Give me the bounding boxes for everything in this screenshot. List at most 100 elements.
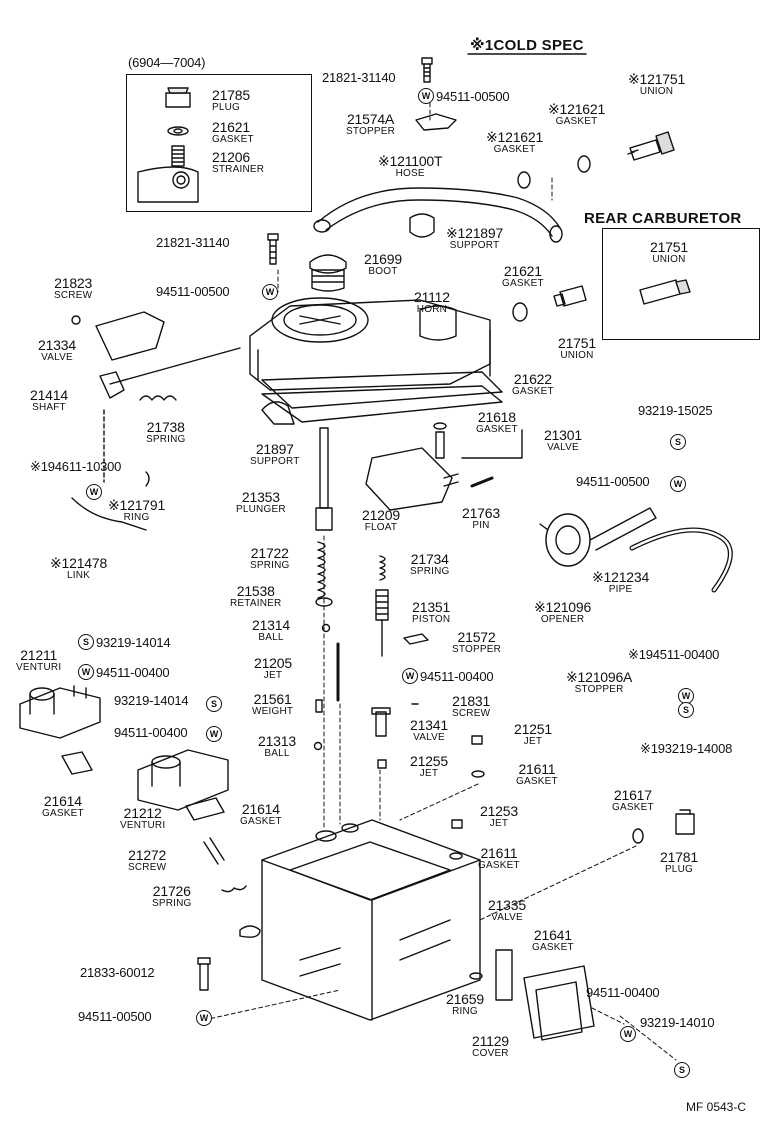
gasket-21621-right-drawing (577, 155, 591, 173)
part-label-94511-00400-a: 94511-00400 (96, 665, 170, 680)
part-label-93219-14010: 93219-14010 (640, 1015, 715, 1030)
part-label-94511-right: 94511-00500 (576, 474, 650, 489)
washer-symbol: W (206, 726, 222, 742)
part-label-94611: ※194611-10300 (30, 459, 122, 474)
part-label-93219-15025: 93219-15025 (638, 403, 713, 418)
part-label-94511-00400-e: 94511-00400 (586, 985, 660, 1000)
washer-symbol: W (86, 484, 102, 500)
strainer-assembly-drawing (137, 87, 199, 203)
ring-21791-drawing (145, 471, 150, 487)
screw-symbol: S (78, 634, 94, 650)
float-21209-drawing (365, 447, 453, 511)
support-21897-lower-drawing (261, 401, 295, 425)
washer-symbol: W (620, 1026, 636, 1042)
air-horn-21112-drawing (249, 297, 503, 409)
gasket-21617-drawing (632, 828, 644, 844)
valve-21341-drawing (371, 707, 391, 737)
boot-21699-drawing (309, 254, 347, 292)
gasket-21614-b-drawing (185, 797, 225, 821)
hose-21100t-drawing (313, 187, 563, 243)
gasket-21611-b-drawing (449, 852, 463, 860)
rear-union-drawing (639, 279, 691, 305)
gasket-21614-a-drawing (61, 751, 93, 775)
venturi-21212-drawing (137, 749, 229, 811)
screw-21823-drawing (71, 315, 81, 325)
cold-spec-heading: ※1COLD SPEC (470, 37, 584, 54)
gasket-21622-drawing (261, 385, 503, 423)
valve-21335-drawing (495, 949, 513, 1001)
rear-carburetor-heading: REAR CARBURETOR (584, 210, 742, 227)
washer-symbol: W (78, 664, 94, 680)
part-label-21833: 21833-60012 (80, 965, 155, 980)
spring-21738-drawing (139, 395, 177, 401)
part-label-94511-00500-bottom: 94511-00500 (78, 1009, 152, 1024)
washer-symbol: W (262, 284, 278, 300)
valve-21301-drawing (433, 422, 523, 459)
plug-21781-drawing (675, 809, 695, 835)
screw-symbol: S (678, 702, 694, 718)
washer-symbol: W (670, 476, 686, 492)
spring-21722-drawing (317, 541, 326, 599)
jet-21253-drawing (451, 819, 463, 829)
part-label-93219-14014-a: 93219-14014 (96, 635, 171, 650)
jet-21255-drawing (377, 759, 387, 769)
ring-21659-drawing (469, 972, 483, 980)
rear-carburetor-inset-box (602, 228, 760, 340)
part-label-21821-top: 21821-31140 (322, 70, 396, 85)
spring-21734-drawing (379, 555, 386, 581)
venturi-21211-drawing (19, 685, 101, 739)
year-range-label: (6904—7004) (128, 55, 206, 70)
jet-21251-drawing (471, 735, 483, 745)
year-range-inset-box (126, 74, 312, 212)
shaft-21414-drawing (109, 347, 241, 385)
part-label-94511-00400-c: ※194511-00400 (628, 647, 720, 662)
union-21751-top-drawing (627, 131, 675, 161)
ball-21314-drawing (321, 623, 331, 633)
stopper-21574a-drawing (415, 113, 457, 131)
screw-symbol: S (206, 696, 222, 712)
screw-21272-drawing (203, 837, 225, 865)
screw-symbol: S (674, 1062, 690, 1078)
cover-21129-drawing (535, 981, 583, 1041)
float-arm-drawing (443, 473, 459, 487)
gasket-21621-lower-drawing (512, 302, 528, 322)
washer-symbol: W (418, 88, 434, 104)
stopper-21572-drawing (403, 633, 429, 645)
